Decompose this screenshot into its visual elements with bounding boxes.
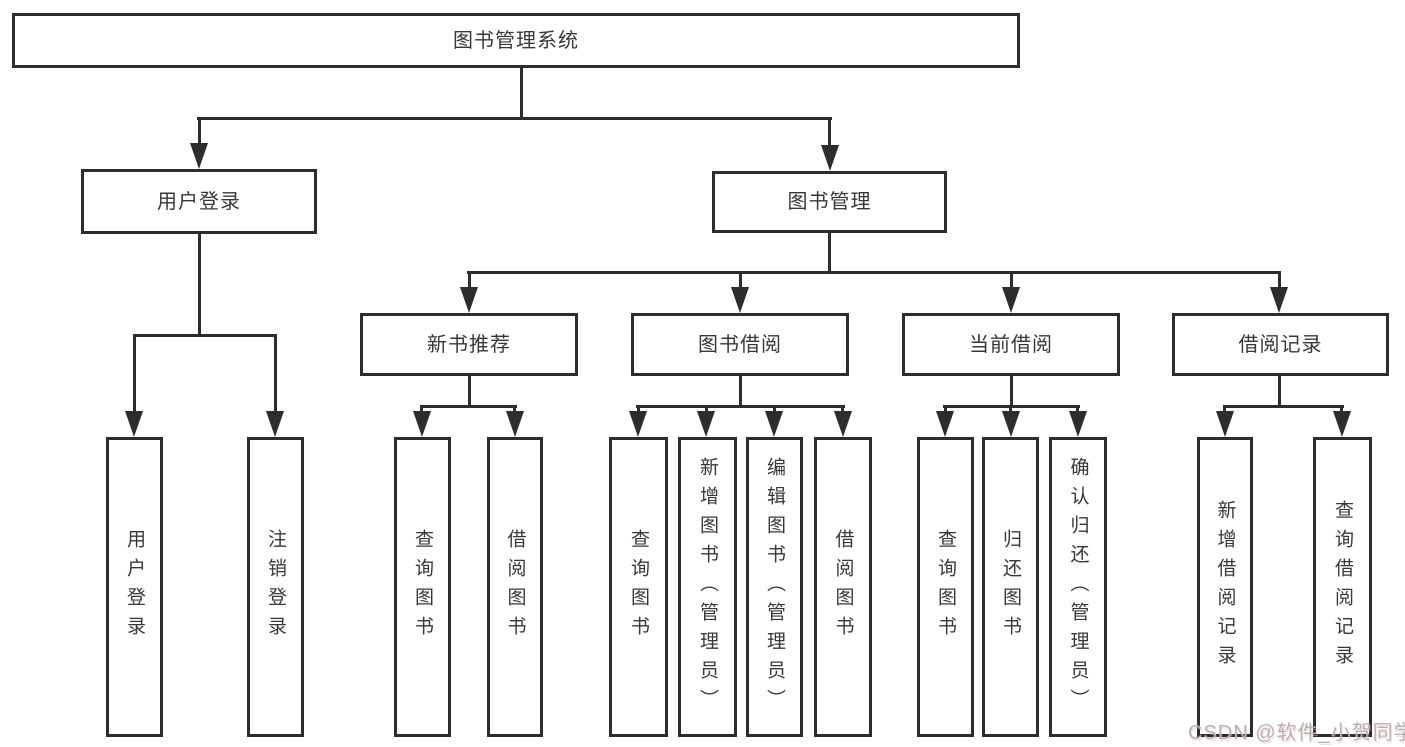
- connector-drop: [1278, 271, 1281, 291]
- arrow-down-icon: [936, 411, 954, 437]
- arrow-down-icon: [1270, 287, 1288, 313]
- arrow-down-icon: [1216, 411, 1234, 437]
- connector-login-feed: [198, 232, 201, 337]
- connector-feed: [1278, 375, 1281, 408]
- node-borrowing-records: 借阅记录: [1172, 313, 1389, 376]
- arrow-down-icon: [266, 411, 284, 437]
- leaf-add-books-admin: 新增图书（管理员）: [678, 437, 737, 737]
- node-current-borrowing: 当前借阅: [902, 313, 1120, 376]
- arrow-down-icon: [697, 411, 715, 437]
- connector-mgmt-feed: [828, 231, 831, 274]
- arrow-down-icon: [629, 411, 647, 437]
- connector-drop: [828, 117, 831, 147]
- connector-drop: [944, 405, 947, 414]
- connector-level3-branch: [467, 271, 1281, 274]
- arrow-down-icon: [1069, 411, 1087, 437]
- leaf-borrow-books: 借阅图书: [487, 437, 543, 737]
- arrow-down-icon: [1002, 287, 1020, 313]
- arrow-down-icon: [125, 411, 143, 437]
- connector-branch: [1223, 405, 1344, 408]
- node-book-management-module: 图书管理: [712, 171, 947, 233]
- connector-branch: [420, 405, 517, 408]
- connector-drop: [1010, 271, 1013, 291]
- connector-drop: [773, 405, 776, 414]
- connector-drop: [705, 405, 708, 414]
- connector-drop: [198, 117, 201, 147]
- connector-drop: [841, 405, 844, 414]
- connector-drop: [1340, 405, 1343, 414]
- leaf-borrow-books: 借阅图书: [814, 437, 872, 737]
- arrow-down-icon: [1002, 411, 1020, 437]
- leaf-edit-books-admin: 编辑图书（管理员）: [746, 437, 803, 737]
- connector-branch: [636, 405, 845, 408]
- connector-drop: [513, 405, 516, 414]
- arrow-down-icon: [460, 287, 478, 313]
- leaf-query-borrow-record: 查询借阅记录: [1313, 437, 1372, 737]
- arrow-down-icon: [413, 411, 431, 437]
- node-new-book-recommend: 新书推荐: [360, 313, 578, 376]
- leaf-query-books: 查询图书: [394, 437, 451, 737]
- node-book-borrowing: 图书借阅: [631, 313, 849, 376]
- connector-root-trunk: [520, 66, 523, 120]
- connector-drop: [468, 271, 471, 291]
- connector-login-branch: [133, 334, 277, 337]
- arrow-down-icon: [731, 287, 749, 313]
- connector-drop: [1223, 405, 1226, 414]
- connector-drop: [1009, 405, 1012, 414]
- connector-feed: [739, 375, 742, 408]
- leaf-user-login: 用户登录: [106, 437, 163, 737]
- connector-drop: [420, 405, 423, 414]
- connector-drop: [739, 271, 742, 291]
- leaf-add-borrow-record: 新增借阅记录: [1197, 437, 1253, 737]
- connector-feed: [468, 375, 471, 408]
- arrow-down-icon: [190, 143, 208, 169]
- arrow-down-icon: [1333, 411, 1351, 437]
- arrow-down-icon: [765, 411, 783, 437]
- connector-drop: [1076, 405, 1079, 414]
- connector-drop: [274, 334, 277, 413]
- connector-drop: [637, 405, 640, 414]
- leaf-logout: 注销登录: [247, 437, 304, 737]
- connector-level1-branch: [197, 117, 832, 120]
- arrow-down-icon: [834, 411, 852, 437]
- arrow-down-icon: [506, 411, 524, 437]
- leaf-query-books: 查询图书: [917, 437, 974, 737]
- leaf-confirm-return-admin: 确认归还（管理员）: [1049, 437, 1107, 737]
- node-user-login-module: 用户登录: [81, 169, 317, 234]
- csdn-watermark: CSDN @软件_小贺同学: [1188, 722, 1405, 744]
- node-library-management-system: 图书管理系统: [12, 13, 1020, 68]
- connector-feed: [1010, 375, 1013, 408]
- leaf-return-books: 归还图书: [982, 437, 1039, 737]
- connector-drop: [133, 334, 136, 413]
- leaf-query-books: 查询图书: [609, 437, 668, 737]
- arrow-down-icon: [821, 145, 839, 171]
